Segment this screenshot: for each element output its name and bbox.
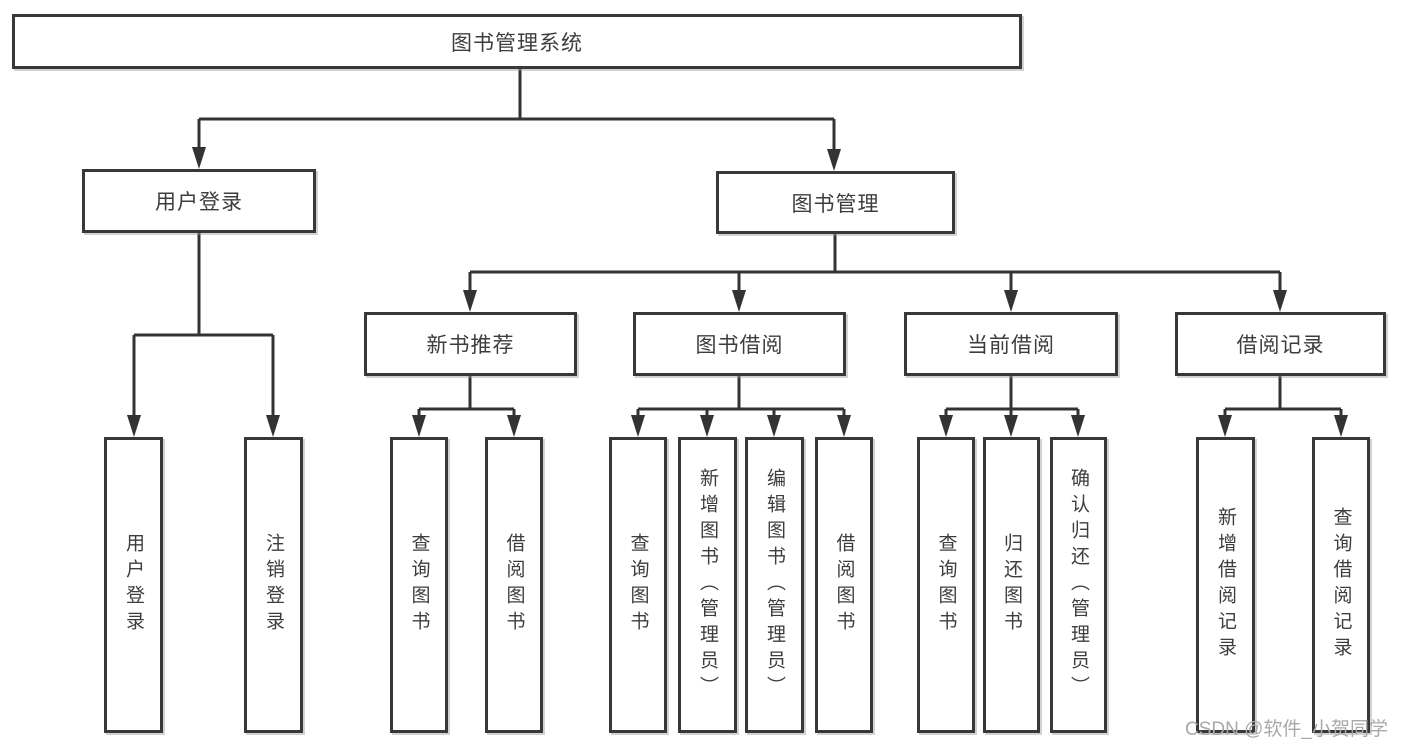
leaf-current-confirm-return-admin: 确认归还（管理员） xyxy=(1050,437,1107,733)
node-label: 用户登录 xyxy=(155,191,243,214)
leaf-borrow-edit-books-admin: 编辑图书（管理员） xyxy=(745,437,804,733)
arrow-icon xyxy=(1273,290,1287,312)
node-system-root: 图书管理系统 xyxy=(12,14,1022,69)
node-user-login: 用户登录 xyxy=(82,169,316,233)
arrow-icon xyxy=(1004,290,1018,312)
leaf-label: 查询图书 xyxy=(408,533,430,637)
leaf-label: 借阅图书 xyxy=(833,533,855,637)
leaf-newbook-query-books: 查询图书 xyxy=(390,437,448,733)
arrow-icon xyxy=(1218,415,1232,437)
leaf-user-login: 用户登录 xyxy=(104,437,163,733)
node-label: 新书推荐 xyxy=(426,334,515,357)
leaf-current-query-books: 查询图书 xyxy=(917,437,975,733)
leaf-newbook-borrow-books: 借阅图书 xyxy=(485,437,543,733)
leaf-label: 查询图书 xyxy=(935,533,957,637)
leaf-borrow-query-books: 查询图书 xyxy=(609,437,667,733)
arrow-icon xyxy=(837,415,851,437)
leaf-label: 新增图书（管理员） xyxy=(697,468,718,702)
leaf-label: 确认归还（管理员） xyxy=(1068,468,1089,702)
leaf-borrow-add-books-admin: 新增图书（管理员） xyxy=(678,437,737,733)
node-book-management: 图书管理 xyxy=(716,171,955,234)
connector-book-management xyxy=(468,234,1282,293)
node-current-borrow: 当前借阅 xyxy=(904,312,1118,376)
connector-root xyxy=(197,69,836,152)
arrow-icon xyxy=(412,415,426,437)
leaf-current-return-books: 归还图书 xyxy=(983,437,1040,733)
node-book-borrow: 图书借阅 xyxy=(633,312,846,376)
connector-new-book xyxy=(417,376,516,418)
arrow-icon xyxy=(939,415,953,437)
arrow-icon xyxy=(507,415,521,437)
node-label: 借阅记录 xyxy=(1236,334,1325,357)
leaf-label: 用户登录 xyxy=(123,533,144,637)
node-label: 当前借阅 xyxy=(967,334,1055,357)
connector-current-borrow xyxy=(944,376,1080,418)
arrow-icon xyxy=(700,415,714,437)
node-label: 图书借阅 xyxy=(695,334,784,357)
node-label: 图书管理 xyxy=(791,192,880,216)
arrow-icon xyxy=(266,415,280,437)
watermark: CSDN @软件_小贺同学 xyxy=(1185,719,1388,740)
leaf-label: 查询借阅记录 xyxy=(1330,507,1352,663)
leaf-label: 新增借阅记录 xyxy=(1215,507,1236,663)
leaf-label: 编辑图书（管理员） xyxy=(764,468,785,702)
arrow-icon xyxy=(1004,415,1018,437)
leaf-label: 借阅图书 xyxy=(503,533,525,637)
arrow-icon xyxy=(463,290,477,312)
arrow-icon xyxy=(192,147,206,169)
connector-book-borrow xyxy=(636,376,846,418)
leaf-label: 注销登录 xyxy=(263,533,284,637)
arrow-icon xyxy=(827,149,841,171)
arrow-icon xyxy=(1071,415,1085,437)
arrow-icon xyxy=(1334,415,1348,437)
leaf-label: 归还图书 xyxy=(1001,533,1022,637)
connector-borrow-records xyxy=(1223,376,1343,418)
arrow-icon xyxy=(732,290,746,312)
leaf-label: 查询图书 xyxy=(627,533,649,637)
arrow-icon xyxy=(631,415,645,437)
leaf-records-add-record: 新增借阅记录 xyxy=(1196,437,1255,733)
leaf-borrow-borrow-books: 借阅图书 xyxy=(815,437,873,733)
connector-user-login xyxy=(132,233,275,418)
leaf-records-query-record: 查询借阅记录 xyxy=(1312,437,1370,733)
leaf-logout: 注销登录 xyxy=(244,437,303,733)
arrow-icon xyxy=(127,415,141,437)
node-borrow-records: 借阅记录 xyxy=(1175,312,1386,376)
node-label: 图书管理系统 xyxy=(451,31,583,55)
node-new-book-recommend: 新书推荐 xyxy=(364,312,577,376)
arrow-icon xyxy=(767,415,781,437)
